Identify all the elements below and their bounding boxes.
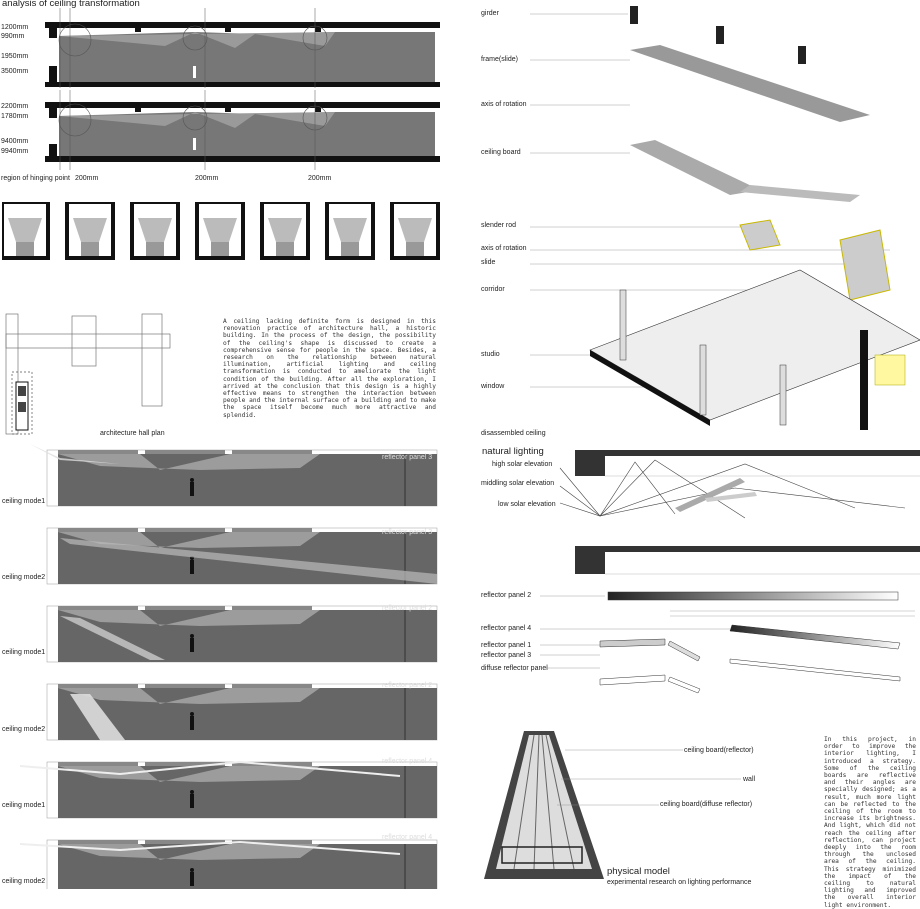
reflector-panel-label: reflector panel 2	[382, 682, 433, 689]
ceiling-section-1	[45, 8, 440, 88]
ceiling-section-2	[45, 90, 440, 170]
label-window: window	[481, 383, 505, 390]
dim-label: 3500mm	[1, 68, 29, 75]
dim-label: 2200mm	[1, 103, 29, 110]
ceiling-modes	[19, 444, 438, 889]
label-corridor: corridor	[481, 286, 505, 293]
label-slide: slide	[481, 259, 496, 266]
panel-label: reflector panel 1	[481, 642, 532, 649]
physical-model-photo	[484, 731, 604, 879]
label-axis-rotation-2: axis of rotation	[481, 245, 527, 252]
hinge-dim: 200mm	[195, 175, 219, 182]
model-label: ceiling board(diffuse reflector)	[660, 801, 753, 808]
reflector-panel-label: reflector panel 4	[382, 758, 433, 765]
natural-lighting-title: natural lighting	[482, 446, 544, 457]
design-description: A ceiling lacking definite form is desig…	[223, 318, 436, 419]
plan-caption: architecture hall plan	[100, 430, 165, 437]
model-leader-lines	[557, 749, 741, 806]
disassembled-caption: disassembled ceiling	[481, 430, 546, 437]
exploded-axonometric	[530, 6, 920, 430]
hinge-dim: 200mm	[75, 175, 99, 182]
physical-model-title: physical model	[607, 866, 670, 877]
reflector-panel-label: reflector panel 3	[382, 454, 433, 461]
model-label: wall	[743, 776, 756, 783]
dim-label: 9940mm	[1, 148, 29, 155]
elevation-label: low solar elevation	[498, 501, 556, 508]
label-ceiling-board: ceiling board	[481, 149, 521, 156]
label-axis-rotation: axis of rotation	[481, 101, 527, 108]
panel-label: reflector panel 4	[481, 625, 532, 632]
reflector-panel-label: reflector panel 4	[382, 834, 433, 841]
panel-label: reflector panel 2	[481, 592, 532, 599]
strategy-description: In this project, in order to improve the…	[824, 736, 916, 909]
label-slender-rod: slender rod	[481, 222, 517, 229]
dim-label: 1950mm	[1, 53, 29, 60]
model-label: ceiling board(reflector)	[684, 747, 754, 754]
hinge-label: region of hinging point	[1, 175, 70, 182]
ceiling-perspectives	[2, 202, 440, 260]
dim-label: 9400mm	[1, 138, 29, 145]
ceiling-mode-label: ceiling mode1	[2, 802, 46, 809]
architecture-hall-plan	[5, 313, 171, 435]
dim-label: 1200mm	[1, 24, 29, 31]
reflector-panel-label: reflector panel 2	[382, 605, 433, 612]
ceiling-mode-label: ceiling mode2	[2, 574, 46, 581]
hinge-dim: 200mm	[308, 175, 332, 182]
label-frame: frame(slide)	[481, 56, 518, 63]
panel-label: reflector panel 3	[481, 652, 532, 659]
dim-label: 1780mm	[1, 113, 29, 120]
elevation-label: high solar elevation	[492, 461, 553, 468]
physical-model-subtitle: experimental research on lighting perfor…	[607, 879, 752, 886]
label-girder: girder	[481, 10, 499, 17]
ceiling-mode-label: ceiling mode1	[2, 649, 46, 656]
reflector-panel-label: reflector panel 3	[382, 529, 433, 536]
analysis-title: analysis of ceiling transformation	[2, 0, 140, 9]
panel-label: diffuse reflector panel	[481, 665, 548, 672]
elevation-label: middling solar elevation	[481, 480, 555, 487]
reflector-panels-diagram	[540, 591, 915, 694]
dim-label: 990mm	[1, 33, 25, 40]
label-studio: studio	[481, 351, 500, 358]
ceiling-mode-label: ceiling mode2	[2, 878, 46, 885]
ceiling-mode-label: ceiling mode1	[2, 498, 46, 505]
ceiling-mode-label: ceiling mode2	[2, 726, 46, 733]
natural-lighting-diagram	[559, 450, 920, 575]
